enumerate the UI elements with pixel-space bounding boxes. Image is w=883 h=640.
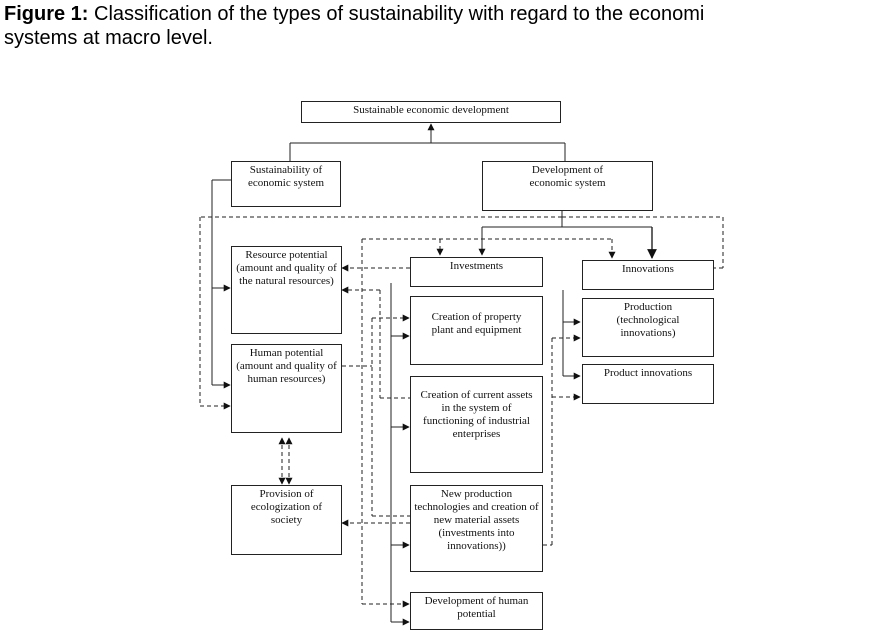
node-provision-of-ecologization: Provision of ecologization of society	[231, 485, 342, 555]
node-production-innovations: Production (technological innovations)	[582, 298, 714, 357]
node-creation-of-property: Creation of property plant and equipment	[410, 296, 543, 365]
figure-title-line2: systems at macro level.	[4, 27, 213, 49]
figure-label: Figure 1:	[4, 3, 89, 25]
node-investments: Investments	[410, 257, 543, 287]
node-human-potential: Human potential (amount and quality of h…	[231, 344, 342, 433]
node-product-innovations: Product innovations	[582, 364, 714, 404]
node-sustainable-economic-development: Sustainable economic development	[301, 101, 561, 123]
figure-title: Classification of the types of sustainab…	[88, 3, 705, 25]
node-sustainability-of-economic-system: Sustainability of economic system	[231, 161, 341, 207]
node-development-of-human-potential: Development of human potential	[410, 592, 543, 630]
node-development-of-economic-system: Development of economic system	[482, 161, 653, 211]
node-innovations: Innovations	[582, 260, 714, 290]
figure-caption: Figure 1: Classification of the types of…	[4, 2, 883, 50]
node-new-production-technologies: New production technologies and creation…	[410, 485, 543, 572]
node-resource-potential: Resource potential (amount and quality o…	[231, 246, 342, 334]
node-creation-of-current-assets: Creation of current assets in the system…	[410, 376, 543, 473]
